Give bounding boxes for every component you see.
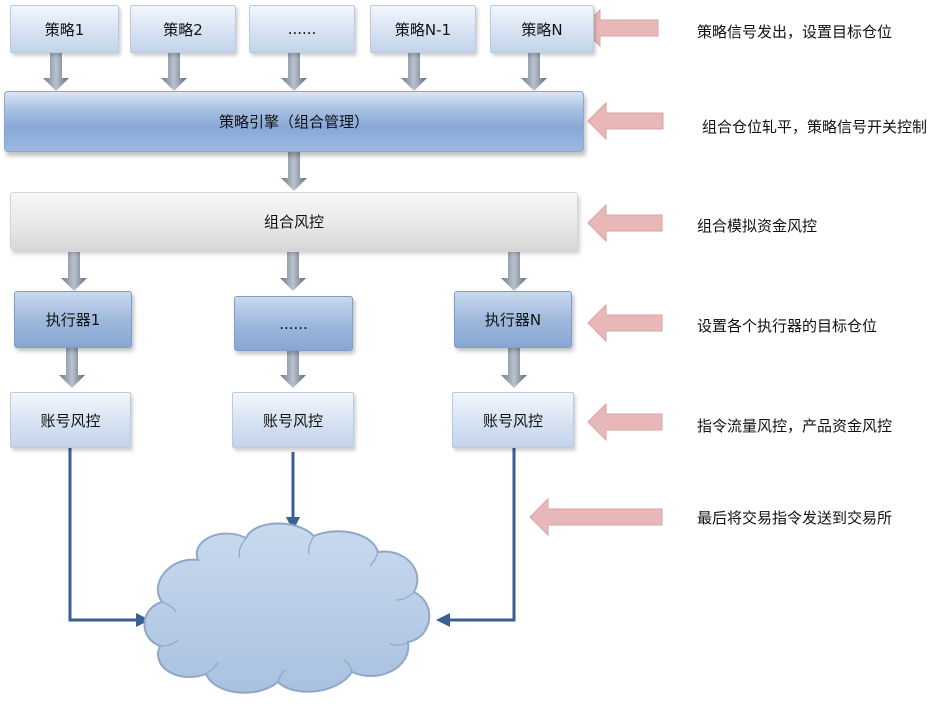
executor-box-1: 执行器1 — [14, 291, 132, 348]
note-strategy-signal: 策略信号发出，设置目标仓位 — [697, 23, 893, 41]
down-arrow-icon — [521, 52, 547, 91]
left-arrow-icon — [587, 203, 663, 243]
down-arrow-icon — [501, 252, 527, 291]
down-arrow-icon — [280, 351, 306, 388]
account-risk-box-1: 账号风控 — [10, 392, 131, 448]
portfolio-risk-bar: 组合风控 — [10, 192, 578, 250]
left-arrow-icon — [587, 402, 663, 442]
account-down-arrows — [59, 348, 527, 388]
down-arrow-icon — [401, 52, 427, 91]
left-arrow-icon — [587, 303, 663, 343]
strategy-box-n-minus-1: 策略N-1 — [370, 5, 476, 53]
note-send-to-exchange: 最后将交易指令发送到交易所 — [697, 509, 893, 527]
left-arrow-icon — [587, 101, 664, 141]
exchange-flow-lines — [68, 448, 516, 622]
note-executor-target: 设置各个执行器的目标仓位 — [697, 317, 878, 335]
strategy-box-1: 策略1 — [10, 5, 119, 53]
account-risk-box-2: 账号风控 — [232, 392, 354, 448]
left-arrowhead-icon — [436, 613, 450, 627]
note-arrows — [529, 8, 664, 537]
down-arrow-icon — [281, 152, 307, 191]
executor-down-arrows — [61, 252, 527, 291]
down-arrow-icon — [59, 348, 85, 388]
right-arrowhead-icon — [136, 613, 150, 627]
down-arrow-icon — [280, 252, 306, 291]
executor-box-ellipsis: ...... — [234, 296, 353, 351]
strategy-box-ellipsis: ...... — [249, 5, 355, 53]
executor-box-n: 执行器N — [454, 291, 572, 348]
down-arrow-icon — [43, 52, 69, 91]
note-account-risk: 指令流量风控，产品资金风控 — [697, 417, 893, 435]
down-arrow-icon — [501, 348, 527, 388]
strategy-engine-bar: 策略引擎（组合管理） — [4, 91, 584, 152]
strategy-box-2: 策略2 — [130, 5, 236, 53]
account-risk-box-3: 账号风控 — [452, 392, 574, 448]
down-arrowhead-icon — [286, 517, 300, 531]
note-portfolio-risk: 组合模拟资金风控 — [697, 217, 818, 235]
left-arrow-icon — [581, 8, 659, 48]
left-arrow-icon — [529, 497, 663, 537]
exchange-cloud-icon — [143, 522, 431, 694]
down-arrow-icon — [161, 52, 187, 91]
down-arrow-icon — [61, 252, 87, 291]
exchange-flow-arrowheads — [136, 517, 450, 627]
strategy-box-n: 策略N — [490, 5, 594, 53]
strategy-down-arrows — [43, 52, 547, 91]
down-arrow-icon — [281, 52, 307, 91]
note-engine: 组合仓位轧平，策略信号开关控制 — [702, 118, 928, 136]
